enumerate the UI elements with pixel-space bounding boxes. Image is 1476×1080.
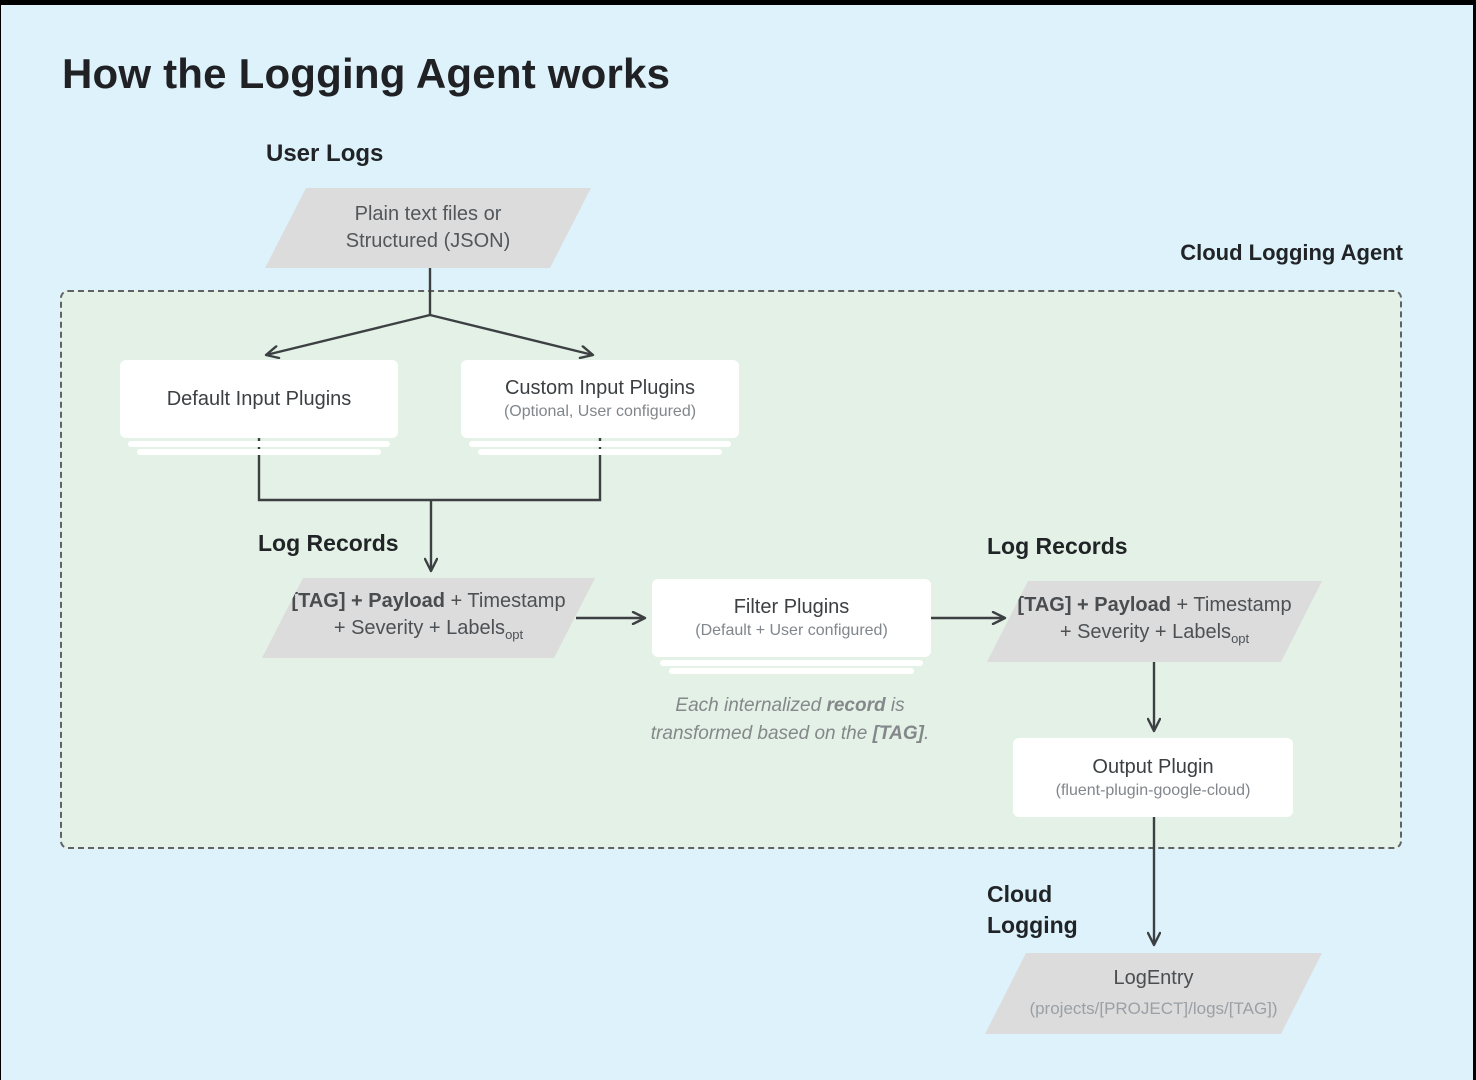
- record-left-line2: + Severity + Labelsopt: [334, 615, 523, 648]
- default-input-stack-bar-2: [137, 449, 381, 455]
- record-parallelogram-left: [TAG] + Payload + Timestamp + Severity +…: [262, 578, 595, 658]
- logentry-parallelogram: LogEntry (projects/[PROJECT]/logs/[TAG]): [985, 953, 1322, 1034]
- note-part-1: Each internalized: [675, 695, 827, 716]
- transform-note: Each internalized record is transformed …: [640, 692, 940, 748]
- cloud-logging-label: Cloud Logging: [987, 879, 1078, 941]
- cloud-logging-label-line1: Cloud: [987, 881, 1053, 907]
- window-edge-left: [0, 0, 1, 1080]
- connector-input-merge-bus: [257, 438, 602, 502]
- logentry-title: LogEntry: [1113, 967, 1194, 989]
- record-left-timestamp: + Timestamp: [444, 590, 566, 612]
- record-right-timestamp: + Timestamp: [1170, 593, 1292, 616]
- user-logs-source-parallelogram: Plain text files or Structured (JSON): [265, 188, 591, 268]
- custom-input-stack-bar-2: [478, 449, 722, 455]
- cloud-logging-label-line2: Logging: [987, 912, 1078, 938]
- filter-plugins-stack-bar-1: [660, 660, 923, 666]
- log-records-label-right: Log Records: [987, 533, 1128, 559]
- filter-plugins-node: Filter Plugins (Default + User configure…: [652, 579, 931, 657]
- output-plugin-title: Output Plugin: [1092, 755, 1214, 778]
- note-part-4: .: [923, 723, 930, 744]
- cloud-logging-agent-label: Cloud Logging Agent: [1180, 240, 1403, 265]
- record-right-severity-labels: + Severity + Labels: [1059, 620, 1232, 643]
- record-right-tag-payload: [TAG] + Payload: [1017, 593, 1171, 616]
- record-right-opt-subscript: opt: [1231, 630, 1250, 646]
- record-left-line1: [TAG] + Payload + Timestamp: [291, 588, 565, 615]
- record-right-line1: [TAG] + Payload + Timestamp: [1017, 592, 1291, 619]
- custom-input-plugins-title: Custom Input Plugins: [504, 377, 696, 399]
- record-parallelogram-right: [TAG] + Payload + Timestamp + Severity +…: [987, 581, 1322, 662]
- filter-plugins-stack-bar-2: [669, 668, 914, 674]
- note-part-3: transformed based on the: [650, 723, 873, 744]
- log-records-label-left: Log Records: [258, 530, 399, 556]
- filter-plugins-title: Filter Plugins: [733, 596, 850, 618]
- record-left-opt-subscript: opt: [505, 627, 524, 642]
- window-edge-top: [0, 0, 1476, 5]
- page-title: How the Logging Agent works: [62, 50, 671, 97]
- custom-input-plugins-subtitle: (Optional, User configured): [503, 403, 697, 420]
- user-logs-label: User Logs: [266, 140, 384, 167]
- output-plugin-node: Output Plugin (fluent-plugin-google-clou…: [1013, 738, 1293, 817]
- record-left-severity-labels: + Severity + Labels: [333, 617, 506, 639]
- custom-input-plugins-node: Custom Input Plugins (Optional, User con…: [461, 360, 739, 438]
- default-input-plugins-node: Default Input Plugins: [120, 360, 398, 438]
- arrow-to-custom-input: [429, 313, 593, 355]
- default-input-stack-bar-1: [128, 441, 390, 447]
- source-line2: Structured (JSON): [345, 230, 511, 252]
- output-plugin-subtitle: (fluent-plugin-google-cloud): [1055, 781, 1251, 799]
- arrow-to-default-input: [266, 313, 431, 355]
- note-record-bold: record: [826, 695, 886, 716]
- default-input-plugins-title: Default Input Plugins: [166, 387, 352, 410]
- source-line1: Plain text files or: [354, 203, 502, 225]
- custom-input-stack-bar-1: [469, 441, 731, 447]
- record-right-line2: + Severity + Labelsopt: [1060, 619, 1249, 652]
- note-tag-bold: [TAG]: [872, 723, 924, 744]
- record-left-tag-payload: [TAG] + Payload: [291, 590, 445, 612]
- window-edge-right: [1473, 0, 1476, 1080]
- note-part-2: is: [885, 695, 905, 716]
- logentry-subtitle: (projects/[PROJECT]/logs/[TAG]): [1029, 999, 1278, 1018]
- filter-plugins-subtitle: (Default + User configured): [695, 622, 888, 639]
